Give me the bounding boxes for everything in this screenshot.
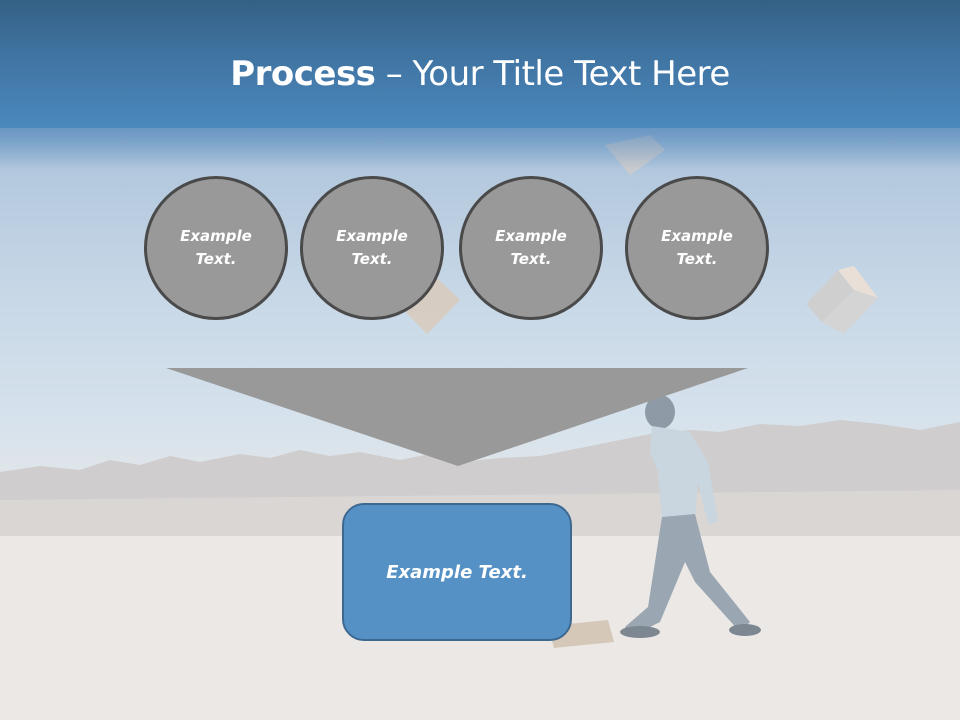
process-step-1[interactable]: Example Text. xyxy=(144,176,288,320)
step-2-label: Example Text. xyxy=(336,227,408,268)
process-step-4[interactable]: Example Text. xyxy=(625,176,769,320)
title-bold: Process xyxy=(230,54,376,94)
slide-title: Process – Your Title Text Here xyxy=(0,52,960,96)
result-label: Example Text. xyxy=(386,561,528,583)
process-step-2[interactable]: Example Text. xyxy=(300,176,444,320)
title-rest: – Your Title Text Here xyxy=(375,54,731,94)
title-bar: Process – Your Title Text Here xyxy=(0,0,960,168)
result-box[interactable]: Example Text. xyxy=(342,503,572,641)
floating-box-mid xyxy=(402,278,460,334)
funnel-arrow-icon xyxy=(166,368,748,466)
floating-box-right xyxy=(806,266,878,334)
step-3-label: Example Text. xyxy=(495,227,567,268)
step-1-label: Example Text. xyxy=(180,227,252,268)
step-4-label: Example Text. xyxy=(661,227,733,268)
walking-businessman xyxy=(620,395,761,638)
process-step-3[interactable]: Example Text. xyxy=(459,176,603,320)
